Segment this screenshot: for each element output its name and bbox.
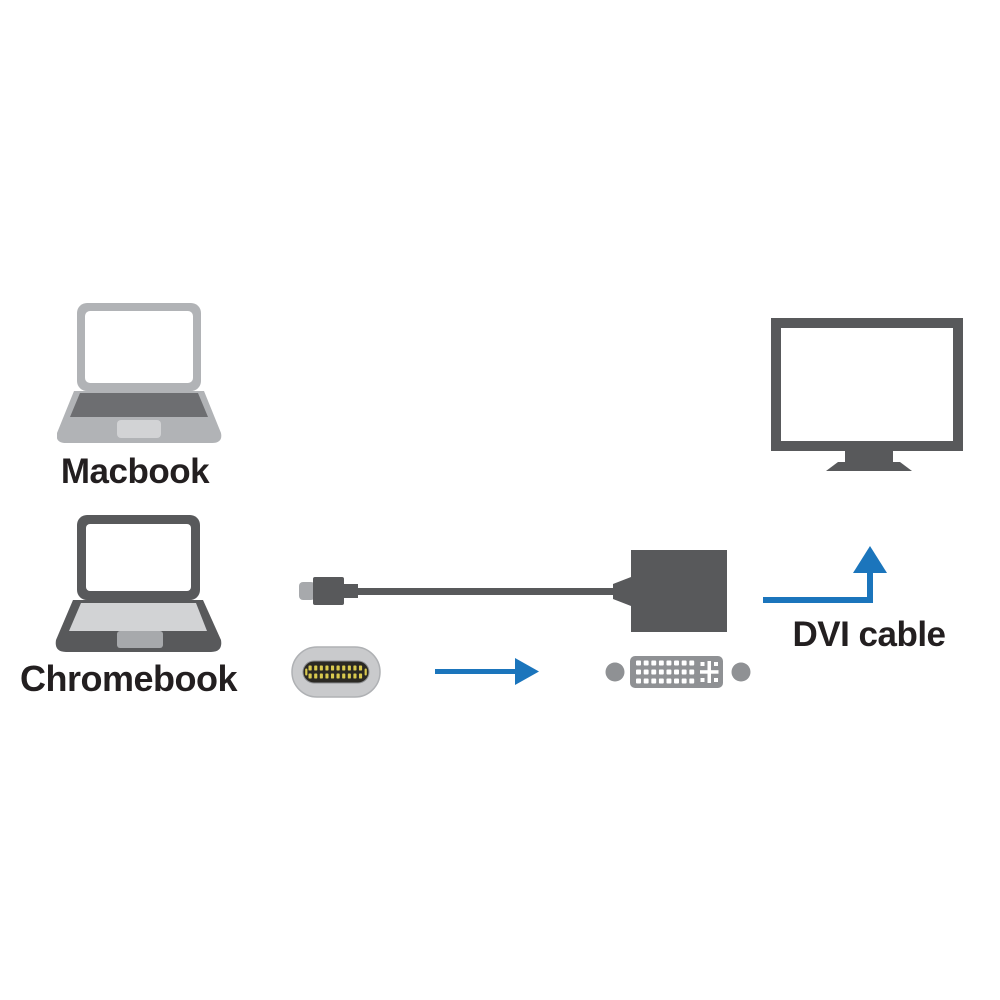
chromebook-label: Chromebook <box>19 658 238 699</box>
arrow-right-icon <box>435 658 539 685</box>
dvi-connector-icon <box>605 656 751 688</box>
arrow-up-icon <box>763 546 887 603</box>
usb-c-connector-icon <box>291 646 381 698</box>
chromebook-laptop-icon <box>55 515 222 652</box>
dvi-cable-label: DVI cable <box>792 615 946 654</box>
monitor-icon <box>771 318 963 471</box>
macbook-laptop-icon <box>57 303 222 443</box>
macbook-label: Macbook <box>60 452 210 491</box>
usb-c-to-dvi-adapter-icon <box>299 550 727 632</box>
